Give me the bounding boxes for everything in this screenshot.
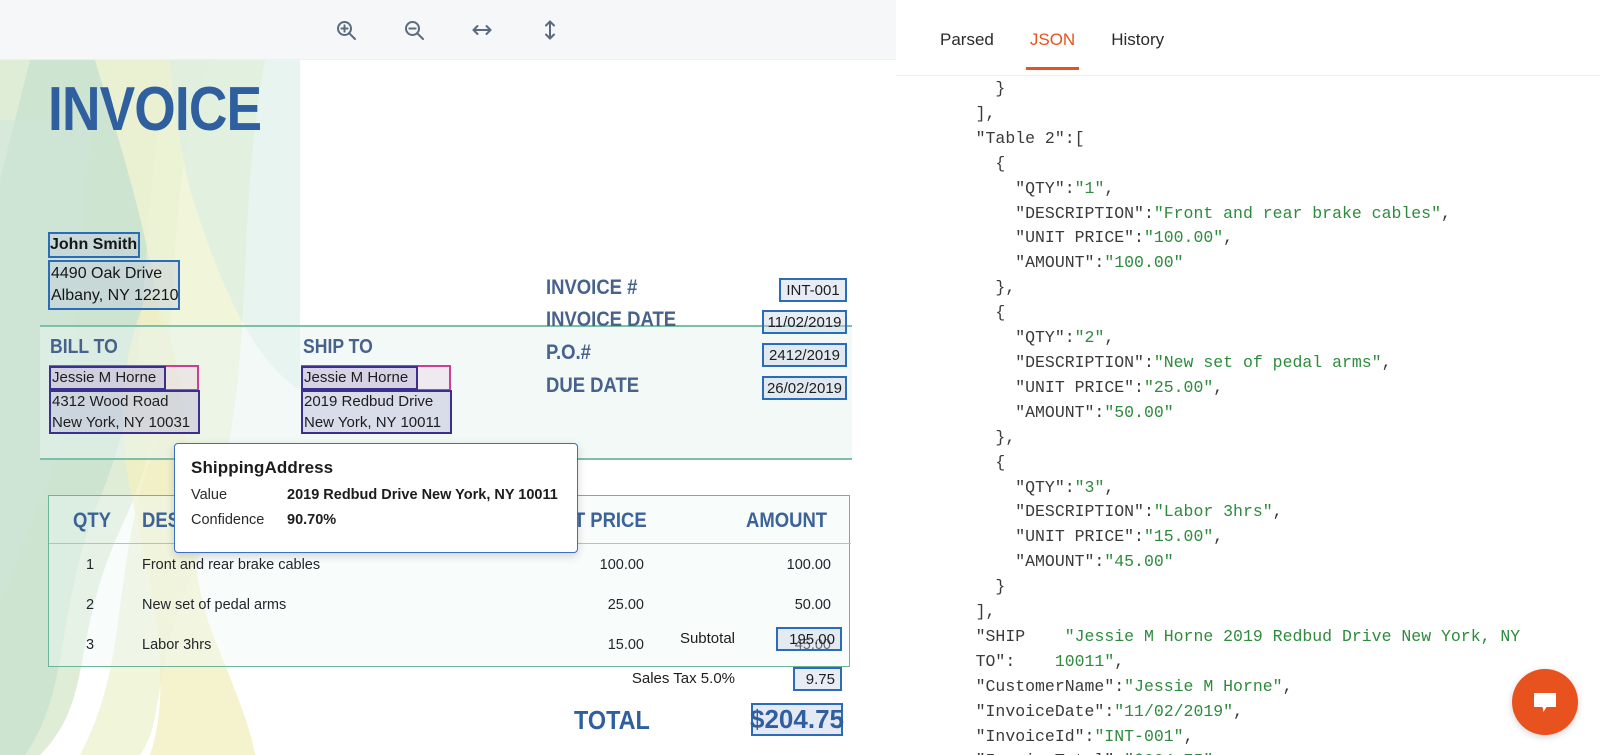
tooltip-value-label: Value: [191, 487, 228, 503]
json-line: {: [995, 452, 1006, 472]
table-row: 2: [86, 597, 95, 613]
table-row: 1: [86, 557, 95, 573]
json-line: }: [995, 79, 1006, 98]
zoom-out-icon[interactable]: [391, 10, 437, 50]
json-line: "InvoiceTotal":"$204.75",: [936, 749, 1600, 755]
table-row: 50.00: [794, 597, 831, 613]
bill-to-address-line1: 4312 Wood Road: [52, 393, 169, 410]
table-row: 100.00: [599, 557, 644, 573]
invoice-title: INVOICE: [48, 75, 262, 144]
json-line: "DESCRIPTION":"Front and rear brake cabl…: [1015, 203, 1451, 223]
json-line: "UNIT PRICE":"25.00",: [1015, 377, 1224, 397]
invoice-date-label: INVOICE DATE: [546, 308, 677, 331]
po-number-label: P.O.#: [546, 341, 591, 364]
json-line: "QTY":"2",: [1015, 328, 1115, 348]
json-output[interactable]: } ], "Table 2":[ { "QTY":"1", "DESCRIPTI…: [896, 77, 1600, 755]
results-tabs: Parsed JSON History: [896, 0, 1600, 76]
due-date-label: DUE DATE: [546, 374, 640, 397]
subtotal-label: Subtotal: [679, 630, 735, 647]
json-line: "AMOUNT":"50.00": [1015, 402, 1174, 422]
json-line: },: [995, 427, 1016, 447]
fit-height-icon[interactable]: [527, 10, 573, 50]
json-line: ],: [975, 103, 996, 123]
table-row: Labor 3hrs: [142, 637, 212, 653]
tab-json[interactable]: JSON: [1012, 0, 1093, 70]
table-row: 15.00: [607, 637, 644, 653]
address-panel: [40, 325, 852, 460]
invoice-number-label: INVOICE #: [546, 276, 638, 299]
chat-bubble-icon[interactable]: [1512, 669, 1578, 735]
total-value[interactable]: $204.75: [750, 703, 844, 736]
json-line: "DESCRIPTION":"New set of pedal arms",: [1015, 352, 1392, 372]
tab-parsed[interactable]: Parsed: [922, 0, 1012, 70]
ship-to-address-line1: 2019 Redbud Drive: [304, 393, 434, 410]
sender-address-highlight[interactable]: [48, 260, 180, 310]
json-line: "UNIT PRICE":"15.00",: [1015, 527, 1224, 547]
invoice-number-value[interactable]: INT-001: [779, 278, 847, 302]
ship-to-name: Jessie M Horne: [304, 369, 409, 386]
viewer-toolbar: [0, 0, 896, 60]
column-header-amount: AMOUNT: [746, 509, 828, 532]
invoice-date-value[interactable]: 11/02/2019: [762, 310, 847, 334]
json-line: {: [995, 303, 1006, 323]
json-line: "QTY":"3",: [1015, 477, 1115, 497]
ship-to-address-line2: New York, NY 10011: [304, 414, 442, 431]
po-number-value[interactable]: 2412/2019: [762, 343, 847, 367]
json-line: "SHIP "Jessie M Horne 2019 Redbud Drive …: [975, 626, 1521, 646]
due-date-value[interactable]: 26/02/2019: [762, 376, 847, 400]
invoice-page: INVOICE John Smith 4490 Oak Drive Albany…: [0, 60, 896, 755]
tooltip-confidence: 90.70%: [287, 512, 337, 528]
tooltip-confidence-label: Confidence: [191, 512, 265, 528]
document-viewer: INVOICE John Smith 4490 Oak Drive Albany…: [0, 0, 896, 755]
tab-history[interactable]: History: [1093, 0, 1182, 70]
subtotal-value[interactable]: 195.00: [776, 627, 842, 651]
json-line: "AMOUNT":"100.00": [1015, 253, 1184, 273]
json-line: "InvoiceDate":"11/02/2019",: [975, 701, 1243, 721]
table-row: 25.00: [607, 597, 644, 613]
json-line: TO": 10011",: [975, 651, 1125, 671]
sender-address-line2: Albany, NY 12210: [51, 287, 179, 304]
sales-tax-label: Sales Tax 5.0%: [631, 670, 735, 687]
column-header-qty: QTY: [73, 509, 111, 532]
tooltip-value: 2019 Redbud Drive New York, NY 10011: [287, 487, 558, 503]
json-line: "CustomerName":"Jessie M Horne",: [975, 676, 1293, 696]
json-line: "Table 2":[: [975, 128, 1085, 148]
results-panel: Parsed JSON History } ], "Table 2":[ { "…: [896, 0, 1600, 755]
sales-tax-value[interactable]: 9.75: [793, 667, 842, 691]
bill-to-label: BILL TO: [50, 336, 118, 358]
sender-name: John Smith: [50, 236, 138, 253]
table-row: 100.00: [786, 557, 831, 573]
bill-to-name: Jessie M Horne: [52, 369, 157, 386]
json-line: "AMOUNT":"45.00": [1015, 552, 1174, 572]
bill-to-name-highlight[interactable]: [49, 366, 166, 390]
field-tooltip: ShippingAddress Value 2019 Redbud Drive …: [174, 443, 578, 553]
table-row: 3: [86, 637, 95, 653]
json-line: },: [995, 278, 1016, 298]
bill-to-address-highlight[interactable]: [49, 390, 200, 434]
fit-width-icon[interactable]: [459, 10, 505, 50]
sender-name-highlight[interactable]: [48, 232, 140, 258]
tooltip-confidence-row: Confidence 90.70%: [191, 512, 561, 528]
tooltip-value-row: Value 2019 Redbud Drive New York, NY 100…: [191, 487, 561, 503]
total-label: TOTAL: [574, 705, 650, 735]
tooltip-title: ShippingAddress: [191, 458, 334, 477]
ship-to-label: SHIP TO: [303, 336, 373, 358]
json-line: "DESCRIPTION":"Labor 3hrs",: [1015, 502, 1283, 522]
ship-to-address-highlight[interactable]: [301, 390, 452, 434]
json-line: }: [995, 577, 1006, 597]
sender-address-line1: 4490 Oak Drive: [51, 265, 163, 282]
json-line: "InvoiceId":"INT-001",: [975, 726, 1194, 746]
json-line: "UNIT PRICE":"100.00",: [1015, 228, 1234, 248]
table-row: New set of pedal arms: [142, 597, 287, 613]
bill-to-address-line2: New York, NY 10031: [52, 414, 191, 431]
zoom-in-icon[interactable]: [323, 10, 369, 50]
ship-to-name-highlight[interactable]: [301, 366, 418, 390]
table-row: Front and rear brake cables: [142, 557, 321, 573]
json-line: "QTY":"1",: [1015, 178, 1115, 198]
json-line: {: [995, 153, 1006, 173]
json-line: ],: [975, 602, 996, 622]
